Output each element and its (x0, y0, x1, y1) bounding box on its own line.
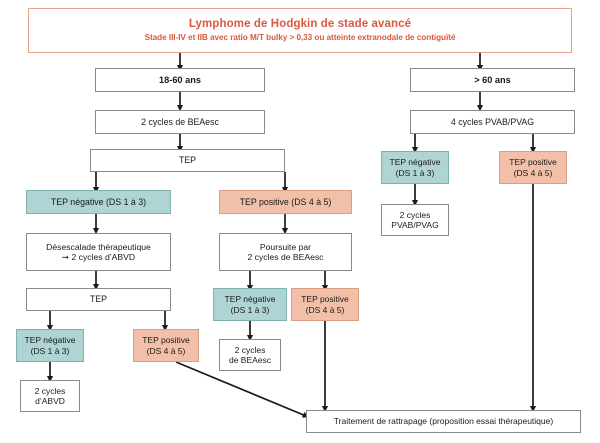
diagram-subtitle: Stade III-IV et IIB avec ratio M/T bulky… (144, 32, 456, 42)
node-age-old[interactable]: > 60 ans (410, 68, 575, 92)
node-beacopp-2cycles[interactable]: 2 cycles de BEAesc (95, 110, 265, 134)
node-pvab-2cycles[interactable]: 2 cycles PVAB/PVAG (381, 204, 449, 236)
node-pet-2[interactable]: TEP (26, 288, 171, 311)
node-salvage-treatment[interactable]: Traitement de rattrapage (proposition es… (306, 410, 581, 433)
node-pet-negative-2[interactable]: TEP négative (DS 1 à 3) (213, 288, 287, 321)
node-pet-positive-2[interactable]: TEP positive (DS 4 à 5) (291, 288, 359, 321)
node-pet-positive-1[interactable]: TEP positive (DS 4 à 5) (219, 190, 352, 214)
node-beacopp-2cycles-b[interactable]: 2 cycles de BEAesc (219, 339, 281, 371)
node-pet-1[interactable]: TEP (90, 149, 285, 172)
node-continue-beacopp[interactable]: Poursuite par 2 cycles de BEAesc (219, 233, 352, 271)
node-pvab-4cycles[interactable]: 4 cycles PVAB/PVAG (410, 110, 575, 134)
node-pet-negative-elderly[interactable]: TEP négative (DS 1 à 3) (381, 151, 449, 184)
node-pet-positive-3[interactable]: TEP positive (DS 4 à 5) (133, 329, 199, 362)
node-pet-negative-1[interactable]: TEP négative (DS 1 à 3) (26, 190, 171, 214)
node-pet-positive-elderly[interactable]: TEP positive (DS 4 à 5) (499, 151, 567, 184)
node-deescalation-abvd[interactable]: Désescalade thérapeutique ➞ 2 cycles d’A… (26, 233, 171, 271)
diagram-title: Lymphome de Hodgkin de stade avancé (188, 18, 412, 31)
node-abvd-2cycles[interactable]: 2 cycles d’ABVD (20, 380, 80, 412)
node-pet-negative-3[interactable]: TEP négative (DS 1 à 3) (16, 329, 84, 362)
node-age-young[interactable]: 18-60 ans (95, 68, 265, 92)
diagram-header: Lymphome de Hodgkin de stade avancé Stad… (28, 8, 572, 53)
